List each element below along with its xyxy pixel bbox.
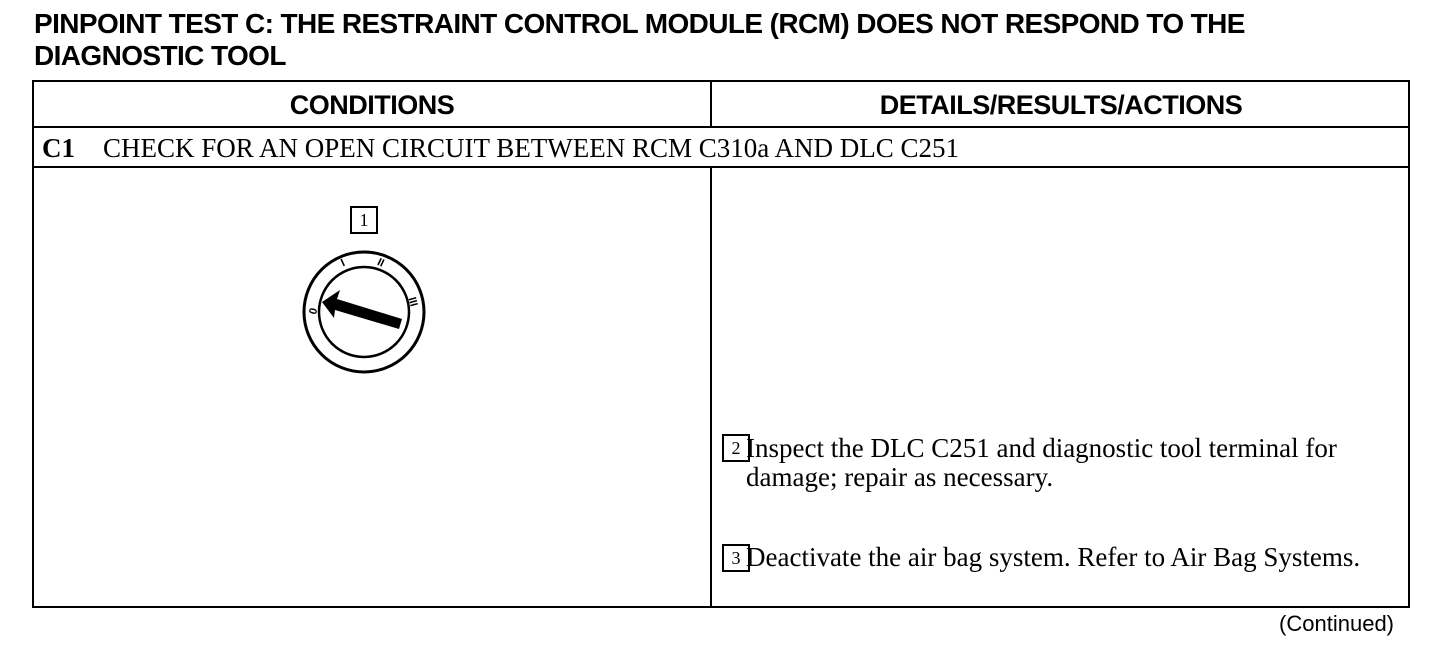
page-title-line-1: PINPOINT TEST C: THE RESTRAINT CONTROL M… — [34, 8, 1245, 39]
position-label-2: II — [375, 256, 386, 269]
step-number: C1 — [42, 133, 75, 163]
row-divider — [34, 166, 1408, 168]
ignition-switch-icon: 0 I II III — [302, 250, 426, 374]
position-label-0: 0 — [307, 307, 320, 316]
page-title: PINPOINT TEST C: THE RESTRAINT CONTROL M… — [34, 8, 1424, 72]
callout-2: 2 — [722, 434, 750, 462]
instruction-3: Deactivate the air bag system. Refer to … — [746, 542, 1361, 572]
row-divider — [34, 126, 1408, 128]
instruction-2: Inspect the DLC C251 and diagnostic tool… — [746, 433, 1337, 492]
callout-1: 1 — [350, 206, 378, 234]
continued-note: (Continued) — [1279, 611, 1394, 636]
step-title: CHECK FOR AN OPEN CIRCUIT BETWEEN RCM C3… — [103, 133, 960, 163]
column-divider — [710, 82, 712, 126]
pinpoint-test-table: CONDITIONS DETAILS/RESULTS/ACTIONS C1 CHE… — [32, 80, 1410, 608]
details-header: DETAILS/RESULTS/ACTIONS — [879, 90, 1243, 120]
step-row: C1 CHECK FOR AN OPEN CIRCUIT BETWEEN RCM … — [42, 128, 959, 166]
position-label-1: I — [339, 257, 347, 269]
ignition-illustration: 1 0 I II III — [296, 200, 432, 384]
callout-3: 3 — [722, 544, 750, 572]
position-label-3: III — [406, 296, 420, 308]
page-title-line-2: DIAGNOSTIC TOOL — [34, 40, 286, 71]
column-divider — [710, 168, 712, 606]
conditions-header: CONDITIONS — [289, 90, 455, 120]
